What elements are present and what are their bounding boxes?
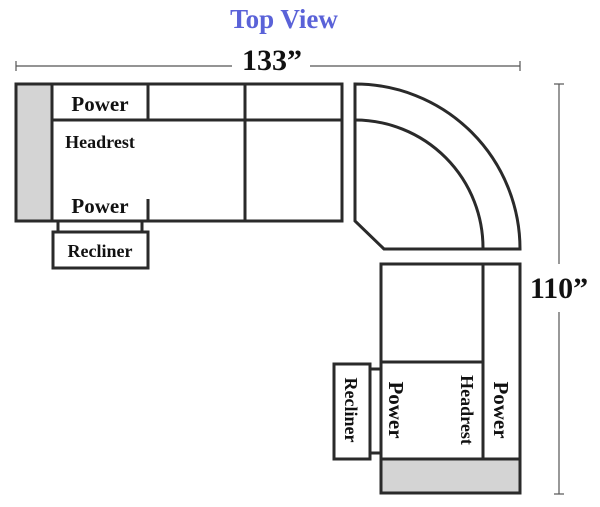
left-section [14, 82, 344, 270]
corner-wedge [353, 82, 522, 251]
left-power-top-label: Power [71, 92, 128, 116]
right-section [332, 262, 522, 495]
right-power-right-label: Power [489, 381, 513, 438]
corner-wedge-outline [353, 82, 522, 251]
right-recliner-box [332, 362, 372, 461]
right-headrest-label: Headrest [457, 375, 477, 445]
left-recliner-box [51, 230, 150, 270]
width-dimension-line [15, 61, 521, 71]
left-recliner-label: Recliner [68, 241, 133, 261]
right-recliner-label: Recliner [341, 378, 361, 443]
right-arm [379, 457, 522, 495]
depth-dimension-line [554, 83, 564, 495]
corner-back-arc [354, 118, 485, 250]
left-power-bottom-label: Power [71, 194, 128, 218]
diagram-title: Top View [230, 4, 338, 34]
left-arm [14, 82, 54, 223]
left-headrest-label: Headrest [65, 132, 135, 152]
depth-dimension-label: 110” [530, 272, 588, 305]
width-dimension-label: 133” [242, 44, 302, 77]
left-section-outline [14, 82, 344, 223]
right-power-left-label: Power [384, 381, 408, 438]
